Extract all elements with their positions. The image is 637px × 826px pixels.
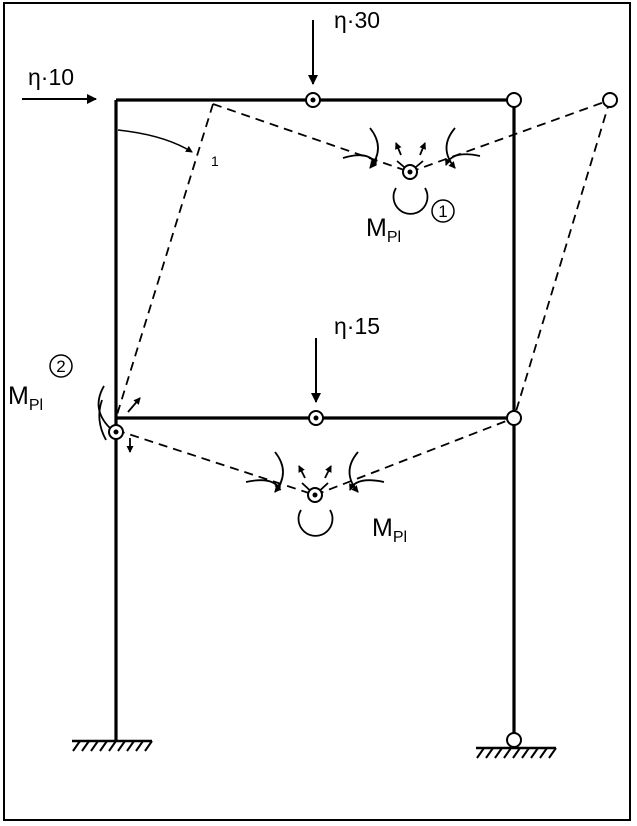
svg-text:MPl: MPl bbox=[366, 214, 401, 246]
mpl-label-2: MPl bbox=[8, 382, 43, 414]
plastic-hinge-3 bbox=[245, 451, 385, 537]
displaced-top-beam-left bbox=[212, 103, 411, 173]
displaced-top-beam-right bbox=[409, 99, 611, 173]
mpl-label-1: MPl bbox=[366, 214, 401, 246]
displaced-right-column bbox=[513, 99, 611, 419]
svg-text:1: 1 bbox=[438, 202, 447, 221]
svg-text:MPl: MPl bbox=[372, 514, 407, 546]
left-load-label: η·10 bbox=[28, 64, 74, 90]
plastic-hinge-2 bbox=[97, 385, 141, 453]
svg-text:MPl: MPl bbox=[8, 382, 43, 414]
left-fixed-support bbox=[72, 739, 153, 752]
displaced-mid-beam-right bbox=[314, 417, 515, 496]
circled-number-2: 2 bbox=[49, 354, 73, 378]
plastic-hinge-mid-beam bbox=[308, 410, 324, 426]
plastic-hinge-1 bbox=[342, 127, 481, 215]
right-pinned-support bbox=[476, 746, 557, 759]
mid-load-label: η·15 bbox=[334, 313, 380, 339]
hinge-top-right bbox=[506, 92, 522, 108]
svg-text:2: 2 bbox=[56, 357, 65, 376]
hinge-displaced-top-right bbox=[602, 92, 618, 108]
displaced-mid-beam-left bbox=[115, 429, 316, 496]
displaced-left-column bbox=[115, 103, 214, 419]
displaced-mechanism bbox=[115, 99, 611, 496]
circled-number-1: 1 bbox=[431, 199, 455, 223]
rotation-label: 1 bbox=[211, 153, 219, 169]
mpl-label-3: MPl bbox=[372, 514, 407, 546]
top-load-label: η·30 bbox=[334, 7, 380, 33]
page-border bbox=[3, 2, 631, 821]
plastic-hinge-top-beam bbox=[305, 92, 321, 108]
hinge-mid-right bbox=[506, 410, 522, 426]
rotation-arc bbox=[117, 129, 193, 153]
hinge-support-right bbox=[506, 732, 522, 748]
